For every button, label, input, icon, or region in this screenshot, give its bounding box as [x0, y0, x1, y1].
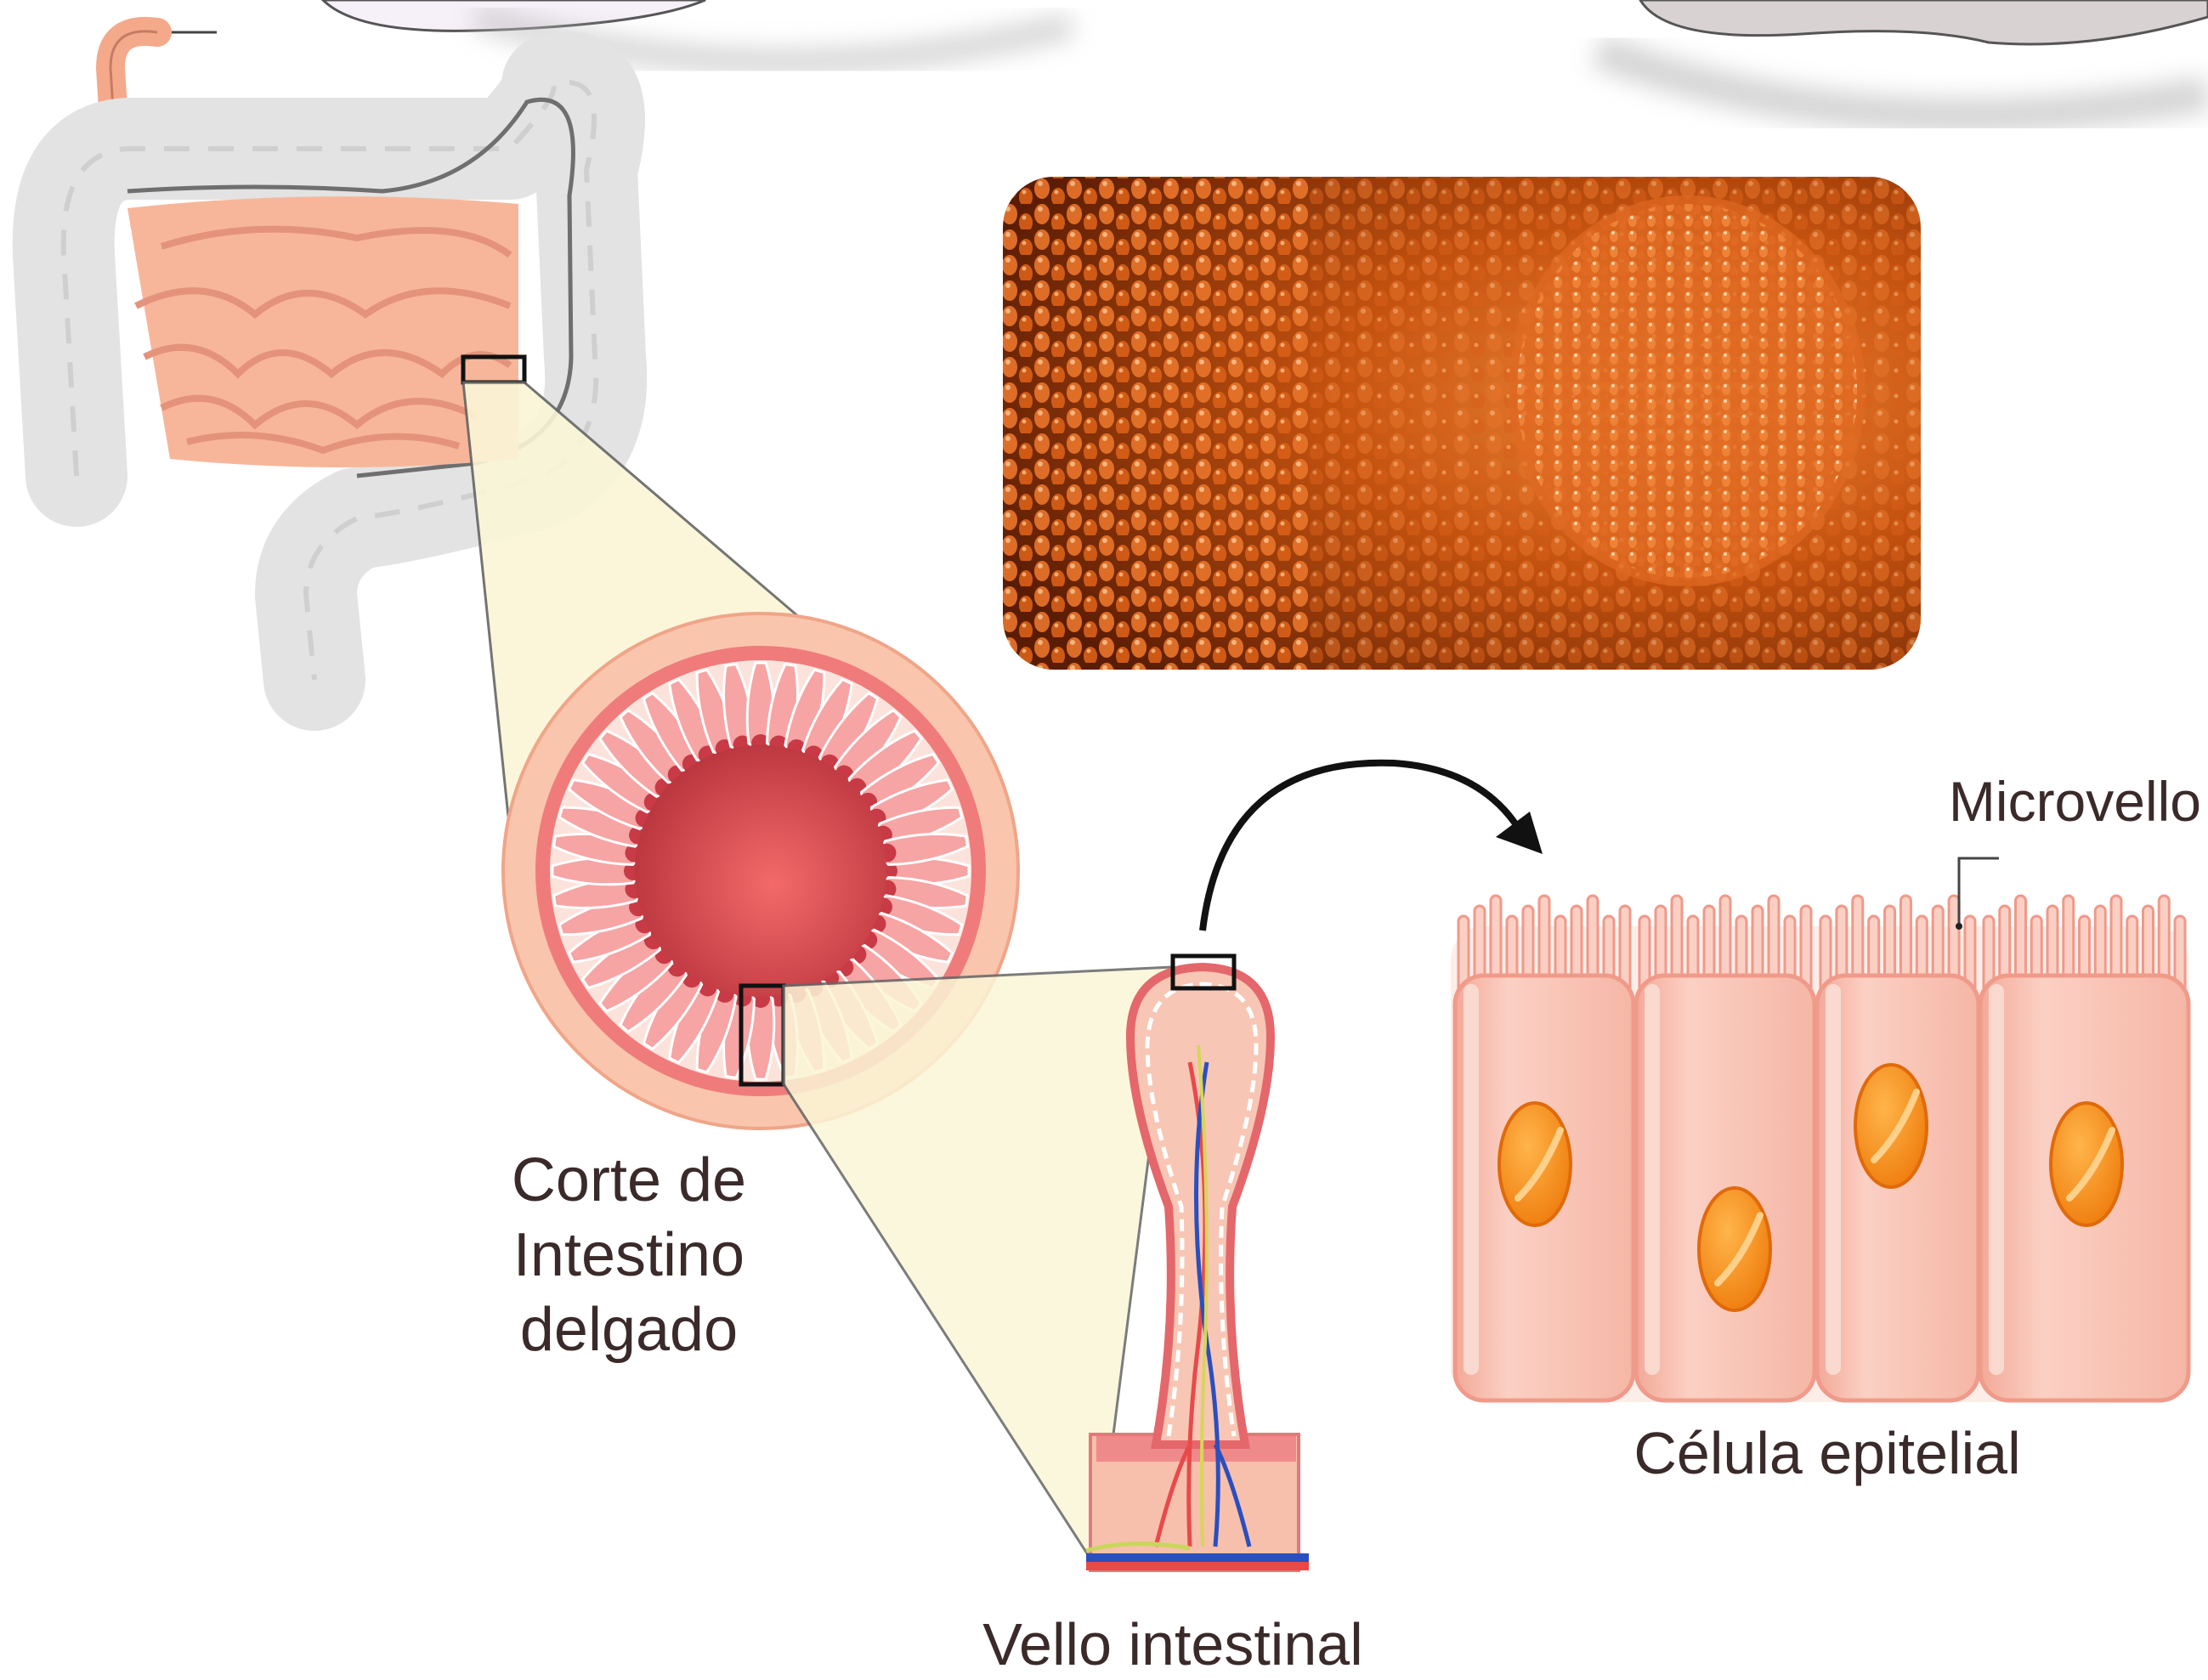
villi-photo — [1003, 177, 1921, 670]
microvello-pointer-dot — [1956, 923, 1962, 930]
label-corte-intestino: Corte de Intestino delgado — [442, 1143, 816, 1367]
cells — [1455, 976, 2188, 1400]
epithelial-cells — [1451, 858, 2188, 1402]
label-corte-line-3: delgado — [442, 1293, 816, 1367]
cell-nucleus — [1855, 1065, 1927, 1187]
label-vello-intestinal: Vello intestinal — [918, 1610, 1428, 1678]
epithelial-cell — [1636, 976, 1815, 1400]
cell-nucleus — [1699, 1188, 1770, 1310]
arrow-head — [1496, 812, 1543, 854]
label-microvello: Microvello — [1912, 769, 2201, 834]
cell-highlight — [1989, 984, 2004, 1375]
cell-highlight — [1645, 984, 1660, 1375]
epithelial-cell — [1817, 976, 1979, 1400]
label-corte-line-1: Corte de — [442, 1143, 816, 1218]
small-intestine — [127, 196, 518, 467]
cell-highlight — [1826, 984, 1841, 1375]
label-corte-line-2: Intestino — [442, 1218, 816, 1293]
microvello-pointer — [1959, 858, 1999, 925]
cell-highlight — [1464, 984, 1479, 1375]
lumen — [635, 745, 886, 997]
cell-nucleus — [2051, 1103, 2122, 1225]
cell-nucleus — [1499, 1103, 1571, 1225]
label-celula-epitelial: Célula epitelial — [1572, 1419, 2082, 1487]
